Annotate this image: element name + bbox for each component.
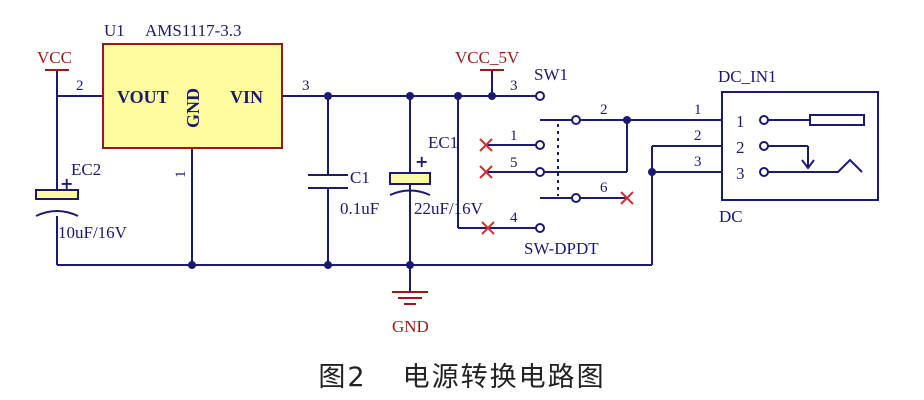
wires [56,70,722,292]
schematic-diagram: VCC VCC_5V GND U1 AMS1117-3.3 VOUT VIN G… [35,21,879,336]
c1-capacitor: C1 0.1uF [308,168,379,218]
ec2-value: 10uF/16V [58,223,128,242]
vcc-symbol: VCC [37,48,72,71]
sw1-switch: SW1 SW-DPDT 3 1 5 4 2 6 [479,65,634,258]
sw1-ref: SW1 [534,65,568,84]
sw1-pin-3: 3 [510,78,518,94]
dc-value: DC [719,207,743,226]
ec1-ref: EC1 [428,133,458,152]
dc-ref: DC_IN1 [718,67,777,86]
sw1-pin-2: 2 [600,102,608,118]
ec2-ref: EC2 [71,160,101,179]
sw1-pin-4: 4 [510,210,518,226]
gnd-symbol [392,291,428,305]
c1-value: 0.1uF [340,199,379,218]
dc-wire-pin-1: 1 [694,102,702,118]
c1-ref: C1 [350,168,370,187]
u1-ref: U1 [104,21,125,40]
ec2-capacitor: + EC2 10uF/16V [35,160,128,242]
sw1-pin-5: 5 [510,155,518,171]
dc-pin-2: 2 [736,138,745,157]
u1-vout-label: VOUT [117,87,169,107]
svg-text:+: + [415,152,428,171]
vcc-label: VCC [37,48,72,67]
svg-text:+: + [60,174,73,193]
sw1-pin-1: 1 [510,128,518,144]
ec1-capacitor: + EC1 22uF/16V [389,133,484,218]
u1-vin-label: VIN [230,87,263,107]
junctions [188,92,656,269]
u1-pin-vout: 2 [76,78,84,94]
dc-pin-3: 3 [736,164,745,183]
u1-regulator: U1 AMS1117-3.3 VOUT VIN GND 2 3 1 [76,21,310,178]
u1-gnd-label: GND [183,88,203,128]
sw1-value: SW-DPDT [524,239,599,258]
dc-wire-pin-3: 3 [694,154,702,170]
u1-pin-vin: 3 [302,78,310,94]
u1-value: AMS1117-3.3 [145,21,242,40]
vcc5v-label: VCC_5V [455,48,520,67]
vcc5v-symbol: VCC_5V [455,48,520,71]
figure-number: 图2 [318,362,367,393]
figure-title: 电源转换电路图 [402,362,606,393]
figure-caption: 图2 电源转换电路图 [0,355,924,394]
ec1-value: 22uF/16V [414,199,484,218]
gnd-label: GND [392,317,429,336]
no-connect-marks [479,138,634,235]
dc-pin-1: 1 [736,112,745,131]
sw1-pin-6: 6 [600,180,608,196]
dc-wire-pin-2: 2 [694,128,702,144]
u1-pin-gnd: 1 [173,171,189,179]
dc-jack: DC_IN1 DC 1 2 3 1 2 3 [694,67,879,226]
